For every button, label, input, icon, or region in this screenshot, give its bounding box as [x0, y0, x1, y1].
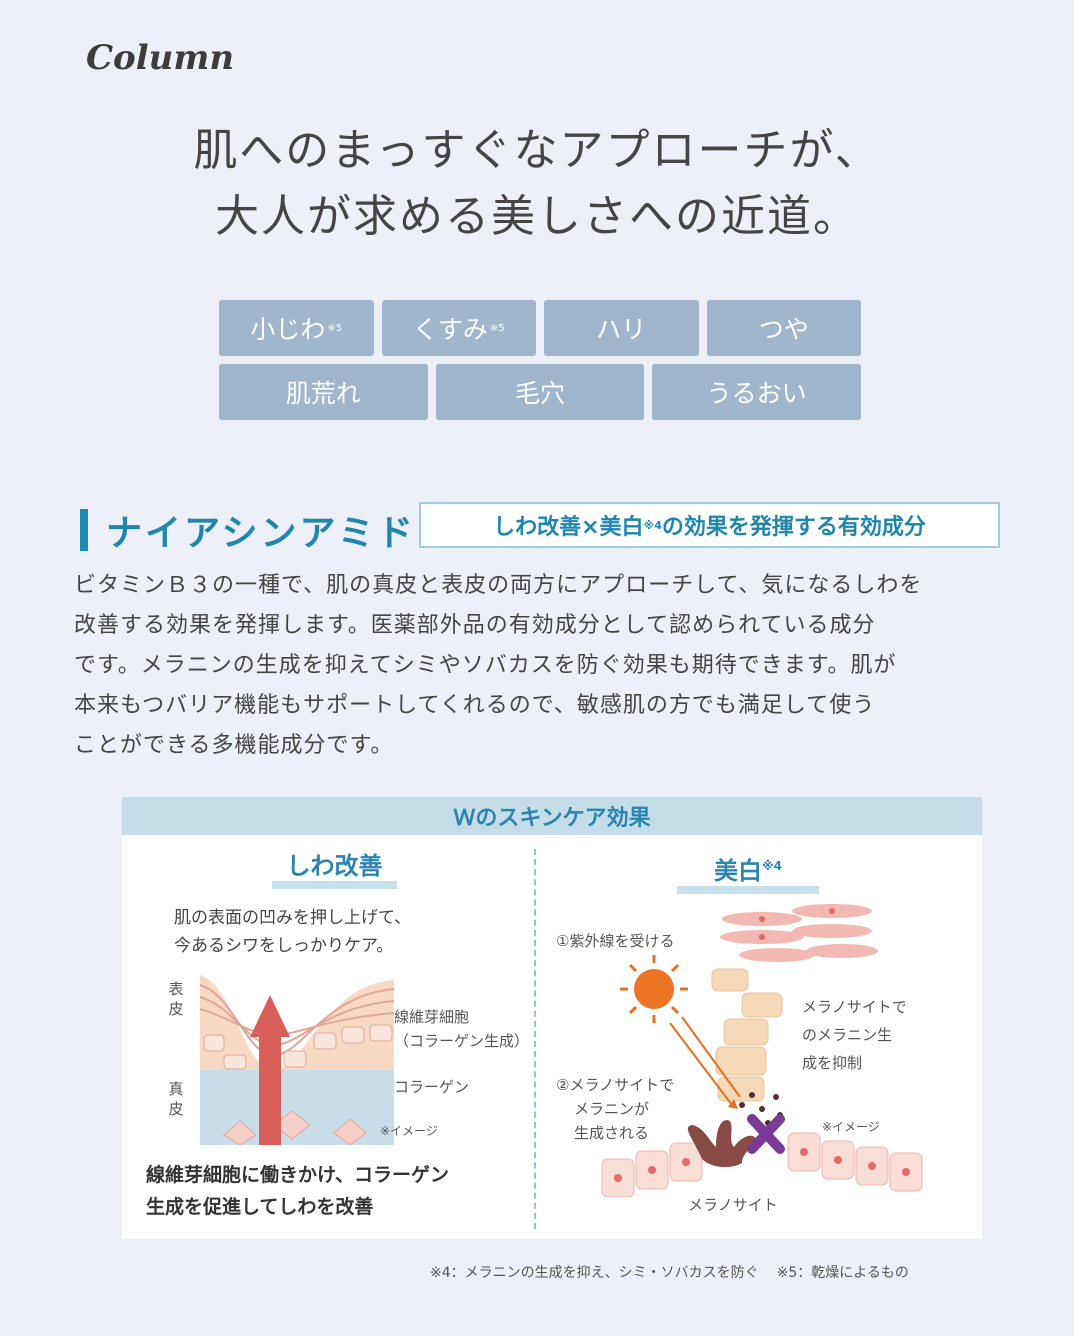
whitening-step-2b: メラニンが [574, 1100, 650, 1118]
body-line: 改善する効果を発揮します。医薬部外品の有効成分として認められている成分 [74, 613, 876, 638]
footnote-5: ※5：乾燥によるもの [776, 1265, 909, 1281]
section-body: ビタミンＢ３の一種で、肌の真皮と表皮の両方にアプローチして、気になるしわを 改善… [74, 566, 1004, 766]
tag-keana: 毛穴 [435, 364, 645, 420]
tag-label: うるおい [706, 379, 807, 408]
tag-uruoi: うるおい [652, 364, 862, 420]
tag-label: ハリ [596, 315, 647, 344]
panel-divider [534, 849, 536, 1229]
tag-label: つや [758, 315, 809, 344]
tag-tsuya: つや [706, 300, 861, 356]
whitening-suppress-2: のメラニン生 [802, 1026, 893, 1044]
footnotes: ※4：メラニンの生成を抑え、シミ・ソバカスを防ぐ ※5：乾燥によるもの [430, 1262, 909, 1282]
tag-label: 小じわ [250, 315, 326, 344]
section-heading: ナイアシンアミド [80, 504, 416, 556]
tag-label: くすみ [412, 315, 488, 344]
section-bar [80, 509, 88, 551]
whitening-suppress-1: メラノサイトで [802, 998, 907, 1016]
headline-line2: 大人が求める美しさへの近道。 [215, 191, 859, 242]
headline-line1: 肌へのまっすぐなアプローチが、 [193, 125, 881, 176]
body-line: ビタミンＢ３の一種で、肌の真皮と表皮の両方にアプローチして、気になるしわを [74, 573, 923, 598]
tag-label: 毛穴 [515, 379, 566, 408]
body-line: 本来もつバリア機能もサポートしてくれるので、敏感肌の方でも満足して使う [74, 693, 876, 718]
tag-kusumi: くすみ※5 [381, 300, 536, 356]
whitening-title-note: ※4 [761, 859, 782, 873]
label-image-right: ※イメージ [822, 1120, 880, 1134]
whitening-step-2c: 生成される [574, 1124, 650, 1142]
subtitle-post: の効果を発揮する有効成分 [661, 515, 926, 540]
column-label: Column [86, 38, 235, 78]
tag-hari: ハリ [544, 300, 699, 356]
label-melanocyte: メラノサイト [688, 1196, 778, 1214]
tag-note: ※5 [327, 322, 343, 334]
label-image-left: ※イメージ [380, 1124, 438, 1138]
body-line: ことができる多機能成分です。 [74, 733, 394, 758]
wrinkle-summary-2: 生成を促進してしわを改善 [146, 1196, 374, 1218]
headline: 肌へのまっすぐなアプローチが、 大人が求める美しさへの近道。 [0, 118, 1074, 250]
label-epidermis: 表皮 [168, 980, 184, 1018]
section-title: ナイアシンアミド [106, 513, 416, 554]
wrinkle-desc-2: 今あるシワをしっかりケア。 [174, 936, 394, 956]
label-dermis: 真皮 [168, 1080, 184, 1118]
whitening-step-1: ①紫外線を受ける [556, 932, 675, 950]
whitening-step-2a: ②メラノサイトで [556, 1076, 675, 1094]
wrinkle-summary-1: 線維芽細胞に働きかけ、コラーゲン [146, 1164, 450, 1186]
whitening-title-text: 美白 [713, 857, 762, 885]
label-fibroblast-sub: （コラーゲン生成） [394, 1032, 530, 1050]
footnote-4: ※4：メラニンの生成を抑え、シミ・ソバカスを防ぐ [430, 1265, 759, 1281]
tag-kojiwa: 小じわ※5 [219, 300, 374, 356]
whitening-title: 美白※4 [677, 851, 819, 894]
whitening-illustration [601, 904, 923, 1197]
whitening-suppress-3: 成を抑制 [802, 1054, 863, 1072]
wrinkle-title: しわ改善 [272, 851, 397, 889]
tag-hadaare: 肌荒れ [219, 364, 428, 420]
tag-note: ※5 [489, 322, 505, 334]
subtitle-pre: しわ改善×美白 [493, 515, 644, 540]
skincare-effect-panel: Ｗのスキンケア効果 しわ改善 肌の表面の凹みを押し上げて、 今あるシワをしっかり… [122, 797, 982, 1239]
wrinkle-desc-1: 肌の表面の凹みを押し上げて、 [174, 908, 412, 928]
body-line: です。メラニンの生成を抑えてシミやソバカスを防ぐ効果も期待できます。肌が [74, 653, 897, 678]
label-fibroblast: 線維芽細胞 [394, 1008, 470, 1026]
subtitle-note: ※4 [643, 518, 662, 532]
panel-title: Ｗのスキンケア効果 [122, 797, 982, 835]
skin-layer-illustration [199, 975, 394, 1145]
tag-label: 肌荒れ [285, 379, 361, 408]
label-collagen: コラーゲン [394, 1078, 470, 1096]
concern-tags: 小じわ※5 くすみ※5 ハリ つや 肌荒れ 毛穴 うるおい [219, 300, 862, 428]
